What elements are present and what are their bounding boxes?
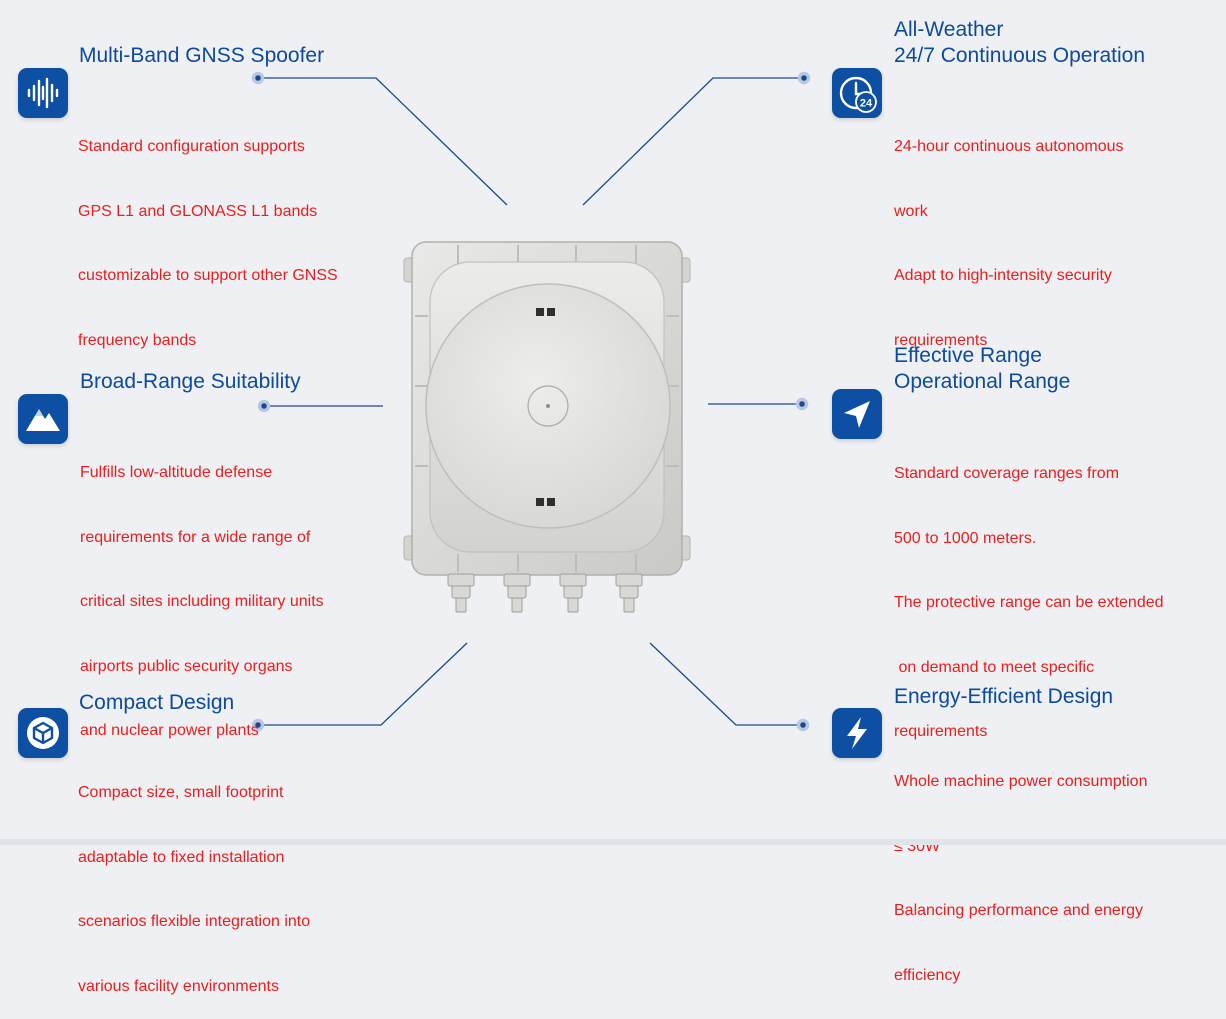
compact-description: Compact size, small footprint adaptable … bbox=[78, 739, 310, 1019]
spoofer-title: Multi-Band GNSS Spoofer bbox=[79, 43, 324, 69]
all-weather-desc-line: Adapt to high-intensity security bbox=[894, 267, 1112, 284]
all-weather-desc-line: work bbox=[894, 202, 928, 220]
energy-desc-line: efficiency bbox=[894, 966, 961, 984]
energy-icon-tile bbox=[832, 708, 882, 758]
spoofer-device-image bbox=[398, 236, 698, 616]
spoofer-title-line: Multi-Band GNSS Spoofer bbox=[79, 44, 325, 67]
compact-icon-tile bbox=[18, 708, 68, 758]
broad-range-title-line: Broad-Range Suitability bbox=[80, 370, 301, 393]
compact-title: Compact Design bbox=[79, 690, 234, 716]
all-weather-desc-line: 24-hour continuous autonomous bbox=[894, 138, 1124, 155]
mountain-icon bbox=[26, 409, 60, 431]
effective-range-desc-line: on demand to meet specific bbox=[894, 658, 1095, 676]
spoofer-desc-line: GPS L1 and GLONASS L1 bands bbox=[78, 202, 318, 220]
broad-range-desc-line: Fulfills low-altitude defense bbox=[80, 464, 273, 481]
spoofer-desc-line: frequency bands bbox=[78, 331, 197, 349]
effective-range-desc-line: 500 to 1000 meters. bbox=[894, 529, 1037, 547]
energy-desc-line: Whole machine power consumption bbox=[894, 773, 1148, 790]
spoofer-description: Standard configuration supports GPS L1 a… bbox=[78, 93, 338, 373]
clock-24-icon: 24 bbox=[839, 76, 877, 113]
broad-range-desc-line: critical sites including military units bbox=[80, 593, 324, 610]
navigation-arrow-icon bbox=[844, 401, 870, 428]
compact-desc-line: various facility environments bbox=[78, 977, 279, 995]
effective-range-desc-line: The protective range can be extended bbox=[894, 594, 1164, 611]
compact-desc-line: scenarios flexible integration into bbox=[78, 913, 311, 930]
connector-dot bbox=[796, 718, 810, 732]
waveform-icon bbox=[27, 77, 59, 109]
connector-dot bbox=[797, 71, 811, 85]
energy-title: Energy-Efficient Design bbox=[894, 684, 1113, 710]
effective-range-title-line: Effective Range bbox=[894, 344, 1042, 367]
all-weather-icon-tile: 24 bbox=[832, 68, 882, 118]
broad-range-description: Fulfills low-altitude defense requiremen… bbox=[80, 419, 324, 763]
all-weather-desc-line: requirements bbox=[894, 331, 988, 349]
spoofer-desc-line: customizable to support other GNSS bbox=[78, 267, 338, 284]
energy-description: Whole machine power consumption ≤ 30W Ba… bbox=[894, 728, 1147, 1008]
effective-range-description: Standard coverage ranges from 500 to 100… bbox=[894, 420, 1164, 764]
broad-range-desc-line: airports public security organs bbox=[80, 657, 293, 675]
all-weather-title-line: All-Weather bbox=[894, 18, 1004, 41]
broad-range-icon-tile bbox=[18, 394, 68, 444]
broad-range-title: Broad-Range Suitability bbox=[80, 369, 301, 395]
effective-range-desc-line: requirements bbox=[894, 723, 988, 740]
bottom-strip bbox=[0, 839, 1226, 845]
clock-24-label: 24 bbox=[860, 98, 873, 110]
connector-dot bbox=[251, 71, 265, 85]
all-weather-title: All-Weather 24/7 Continuous Operation bbox=[894, 17, 1145, 69]
compact-desc-line: adaptable to fixed installation bbox=[78, 848, 285, 866]
effective-range-icon-tile bbox=[832, 389, 882, 439]
all-weather-title-line: 24/7 Continuous Operation bbox=[894, 44, 1146, 67]
compact-title-line: Compact Design bbox=[79, 691, 235, 714]
lightning-bolt-icon bbox=[847, 717, 867, 749]
device-drawing bbox=[403, 241, 691, 613]
energy-title-line: Energy-Efficient Design bbox=[894, 685, 1114, 708]
connector-dot bbox=[795, 397, 809, 411]
compact-desc-line: Compact size, small footprint bbox=[78, 784, 284, 801]
connector-dot bbox=[257, 399, 271, 413]
all-weather-description: 24-hour continuous autonomous work Adapt… bbox=[894, 93, 1124, 373]
connector-lines bbox=[251, 71, 811, 732]
effective-range-title-line: Operational Range bbox=[894, 370, 1071, 393]
cube-icon bbox=[27, 717, 59, 749]
spoofer-icon-tile bbox=[18, 68, 68, 118]
effective-range-title: Effective Range Operational Range bbox=[894, 343, 1070, 395]
effective-range-desc-line: Standard coverage ranges from bbox=[894, 465, 1120, 482]
broad-range-desc-line: and nuclear power plants bbox=[80, 722, 259, 739]
broad-range-desc-line: requirements for a wide range of bbox=[80, 528, 311, 546]
energy-desc-line: Balancing performance and energy bbox=[894, 902, 1144, 919]
connector-dot bbox=[251, 718, 265, 732]
spoofer-desc-line: Standard configuration supports bbox=[78, 138, 305, 155]
